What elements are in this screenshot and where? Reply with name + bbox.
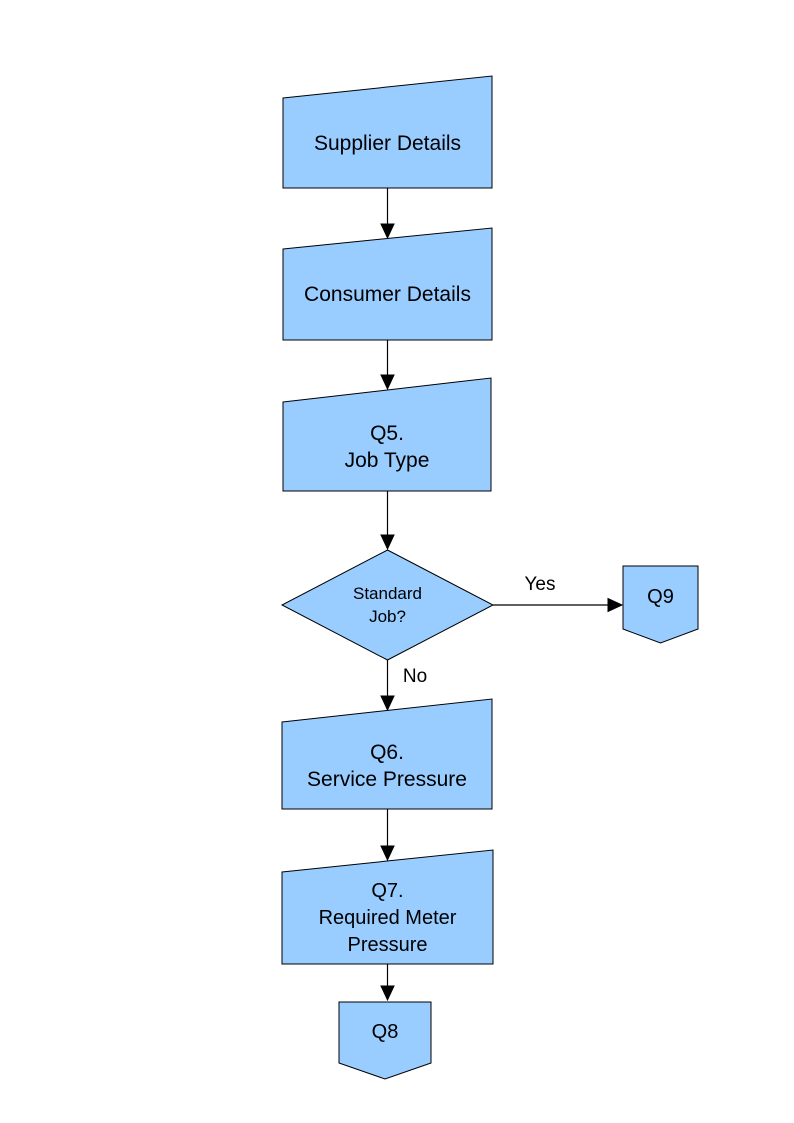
arrowhead-q5-to-decision-icon	[380, 534, 395, 551]
arrowhead-q7-to-q8-icon	[380, 985, 395, 1002]
arrowhead-consumer-to-q5-icon	[380, 374, 395, 391]
arrowhead-decision-yes-to-q9-icon	[607, 597, 624, 613]
node-standard-job-decision-shape	[280, 549, 495, 661]
node-q9-connector-shape	[622, 565, 699, 644]
node-q5-job-type-shape	[282, 377, 492, 492]
node-q7-required-meter-pressure-shape	[281, 849, 494, 965]
arrowhead-supplier-to-consumer-icon	[380, 223, 395, 240]
node-consumer-details-shape	[282, 227, 493, 341]
arrowhead-decision-no-to-q6-icon	[380, 695, 395, 712]
arrowhead-q6-to-q7-icon	[380, 845, 395, 862]
node-q6-service-pressure-shape	[281, 698, 493, 810]
node-supplier-details-shape	[282, 75, 493, 189]
node-q8-connector-shape	[338, 1001, 432, 1080]
